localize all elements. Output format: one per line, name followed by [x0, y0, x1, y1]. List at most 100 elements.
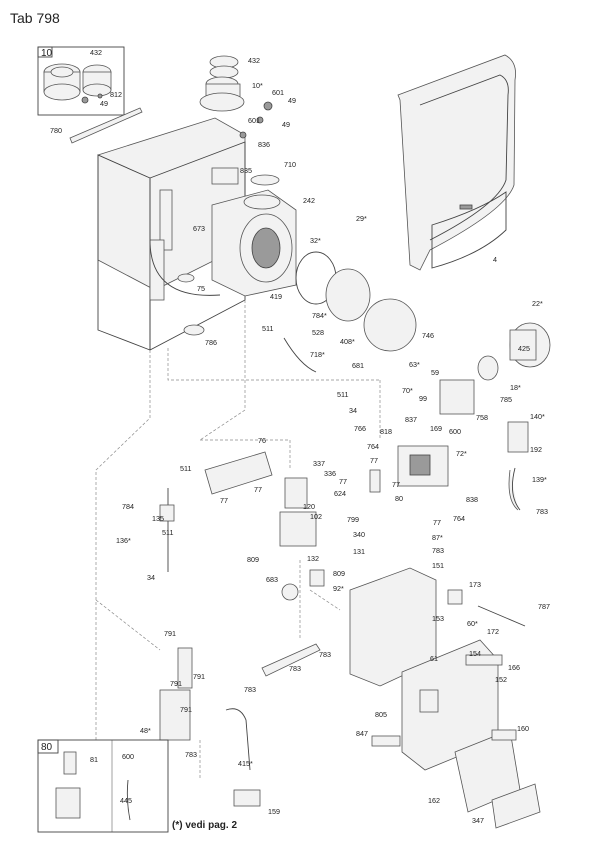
callout-label: 787	[538, 602, 550, 611]
callout-label: 81	[90, 755, 98, 764]
callout-label: 340	[353, 530, 365, 539]
front-casing	[397, 54, 516, 271]
callout-label: 160	[517, 724, 529, 733]
pipe-718	[283, 337, 317, 373]
callout-label: 624	[334, 489, 346, 498]
callout-label: 528	[312, 328, 324, 337]
callout-label: 72*	[456, 449, 467, 458]
callout-label: 710	[284, 160, 296, 169]
callout-label: 162	[428, 796, 440, 805]
callout-label: 87*	[432, 533, 443, 542]
callout-label: 49	[288, 96, 296, 105]
callout-label: 172	[487, 627, 499, 636]
pipe-139	[511, 467, 521, 511]
heat-exchanger	[211, 167, 297, 297]
callout-label: 131	[353, 547, 365, 556]
callout-label: 791	[180, 705, 192, 714]
callout-label: 837	[405, 415, 417, 424]
callout-label: 432	[90, 48, 102, 57]
callout-label: 132	[307, 554, 319, 563]
burner-door	[363, 298, 417, 352]
callout-label: 59	[431, 368, 439, 377]
callout-label: 18*	[510, 383, 521, 392]
callout-label: 791	[164, 629, 176, 638]
callout-label: 601	[272, 88, 284, 97]
bottom-manifold	[159, 647, 401, 807]
callout-label: 99	[419, 394, 427, 403]
callout-label: 22*	[532, 299, 543, 308]
callout-label: 780	[50, 126, 62, 135]
callout-label: 4	[493, 255, 497, 264]
callout-label: 76	[258, 436, 266, 445]
callout-label: 49	[282, 120, 290, 129]
gas-valve-area	[397, 379, 529, 511]
callout-label: 791	[170, 679, 182, 688]
callout-label: 34	[147, 573, 155, 582]
callout-label: 152	[495, 675, 507, 684]
callout-label: 80	[395, 494, 403, 503]
plate-heat-exchanger	[204, 451, 273, 495]
burner-plate	[325, 268, 371, 322]
callout-label: 77	[370, 456, 378, 465]
callout-label: 766	[354, 424, 366, 433]
mounting-rail	[69, 107, 143, 144]
callout-label: 49	[100, 99, 108, 108]
callout-label: 173	[469, 580, 481, 589]
callout-label: 511	[162, 528, 173, 537]
callout-label: 347	[472, 816, 484, 825]
callout-label: 799	[347, 515, 359, 524]
callout-label: 809	[333, 569, 345, 578]
callout-label: 718*	[310, 350, 325, 359]
callout-label: 783	[319, 650, 331, 659]
callout-label: 783	[185, 750, 197, 759]
callout-label: 61	[430, 654, 438, 663]
callout-label: 838	[466, 495, 478, 504]
callout-label: 336	[324, 469, 336, 478]
callout-label: 140*	[530, 412, 545, 421]
callout-label: 77	[392, 480, 400, 489]
callout-label: 836	[258, 140, 270, 149]
callout-label: 92*	[333, 584, 344, 593]
callout-label: 159	[268, 807, 280, 816]
callout-label: 48*	[140, 726, 151, 735]
callout-label: 681	[352, 361, 364, 370]
callout-label: 102	[310, 512, 322, 521]
callout-label: 511	[337, 390, 348, 399]
hydraulic-group	[279, 469, 381, 601]
callout-label: 758	[476, 413, 488, 422]
callout-label: 783	[244, 685, 256, 694]
callout-label: 60*	[467, 619, 478, 628]
callout-label: 337	[313, 459, 325, 468]
callout-label: 847	[356, 729, 368, 738]
mounting-bracket	[261, 643, 321, 677]
callout-label: 783	[536, 507, 548, 516]
inset-box-label-10: 10	[41, 48, 53, 59]
callout-label: 601	[248, 116, 260, 125]
callout-label: 151	[432, 561, 444, 570]
inset-box-80: 80	[37, 739, 169, 833]
callout-label: 192	[530, 445, 542, 454]
callout-label: 791	[193, 672, 205, 681]
callout-label: 77	[339, 477, 347, 486]
callout-label: 120	[303, 502, 315, 511]
callout-label: 445	[120, 796, 132, 805]
callout-label: 784	[122, 502, 134, 511]
boiler-frame	[97, 117, 246, 351]
page-title: Tab 798	[10, 10, 60, 26]
fan-assembly	[477, 322, 551, 381]
callout-label: 511	[180, 464, 191, 473]
callout-label: 242	[303, 196, 315, 205]
callout-label: 425	[518, 344, 530, 353]
callout-label: 77	[254, 485, 262, 494]
callout-label: 683	[266, 575, 278, 584]
callout-label: 746	[422, 331, 434, 340]
callout-label: 169	[430, 424, 442, 433]
callout-label: 783	[432, 546, 444, 555]
callout-label: 136*	[116, 536, 131, 545]
callout-label: 784*	[312, 311, 327, 320]
callout-label: 511	[262, 324, 273, 333]
inset-box-label-80: 80	[41, 742, 53, 753]
callout-label: 154	[469, 649, 481, 658]
